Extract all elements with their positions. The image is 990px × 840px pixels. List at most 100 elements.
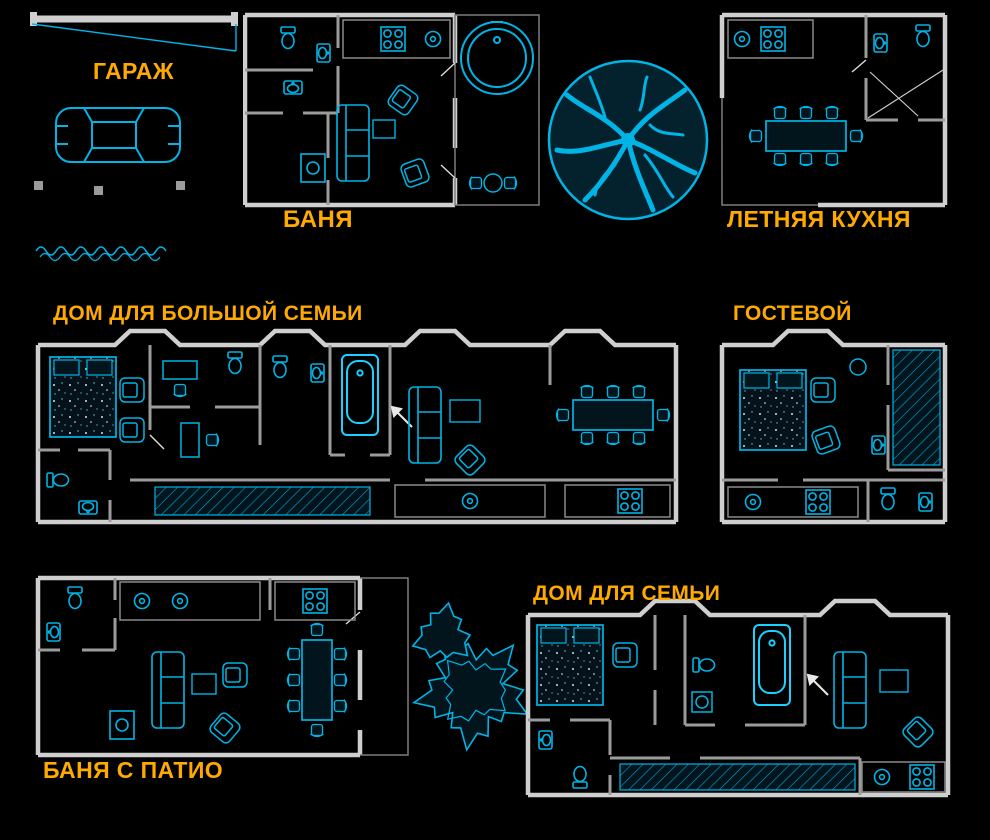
deck-boundary — [454, 14, 540, 206]
door-leaf — [851, 59, 867, 73]
washbasin-icon — [538, 730, 553, 750]
car-icon — [55, 107, 181, 163]
washbasin-icon — [283, 80, 303, 95]
kitchen-counter — [119, 581, 261, 621]
arrow-icon — [807, 674, 829, 696]
guest-house-plan — [719, 328, 948, 525]
washbasin-icon — [871, 435, 886, 455]
family-inner-walls — [528, 615, 862, 795]
summer-kitchen-walls — [719, 12, 948, 208]
washbasin-icon — [316, 43, 331, 63]
bathtub-icon — [753, 624, 791, 706]
armchair-icon — [119, 377, 145, 403]
wardrobe-hatch-icon — [154, 486, 371, 516]
armchair-icon — [222, 662, 248, 688]
banya-plan — [243, 12, 540, 208]
toilet-icon — [880, 487, 896, 511]
big-family-house-plan — [35, 328, 679, 525]
kitchen-sink-icon — [133, 592, 151, 610]
kitchen-counter — [727, 486, 859, 518]
bathtub-icon — [341, 354, 379, 436]
toilet-icon — [67, 586, 83, 610]
armchair-icon — [398, 156, 432, 190]
patio-table-icon — [483, 173, 503, 193]
coffee-table-icon — [879, 669, 909, 693]
wardrobe-hatch-icon — [619, 763, 856, 791]
label-guest-house: ГОСТЕВОЙ — [733, 302, 852, 325]
toilet-icon — [46, 472, 70, 488]
patio-boundary — [721, 98, 818, 206]
shower-screen — [867, 69, 944, 119]
armchair-icon — [119, 417, 145, 443]
washer-icon — [691, 691, 713, 713]
door-leaf — [440, 62, 456, 179]
toilet-icon — [280, 26, 296, 50]
toilet-icon — [272, 355, 288, 379]
coffee-table-icon — [449, 399, 481, 423]
armchair-icon — [207, 710, 243, 746]
round-tub-icon — [460, 21, 534, 95]
dining-table-icon — [288, 624, 347, 737]
sofa-icon — [151, 651, 185, 729]
tree-branches-small — [588, 75, 685, 199]
kitchen-sink-icon — [424, 30, 442, 48]
door-leaf — [149, 434, 165, 450]
label-family-house: ДОМ ДЛЯ СЕМЬИ — [533, 582, 721, 605]
kitchen-counter — [564, 484, 671, 518]
wardrobe-hatch-icon — [892, 349, 941, 466]
stove-icon — [909, 764, 935, 790]
bed-icon — [536, 624, 604, 706]
garage-walls — [30, 12, 238, 195]
sofa-icon — [408, 386, 442, 464]
big-family-walls — [35, 328, 679, 525]
bed-icon — [739, 369, 807, 451]
stove-icon — [617, 488, 643, 514]
sofa-icon — [833, 651, 867, 729]
kitchen-sink-icon — [171, 592, 189, 610]
coffee-table-icon — [191, 673, 217, 695]
chair-icon — [468, 175, 483, 191]
label-banya: БАНЯ — [283, 206, 353, 233]
coffee-table-icon — [372, 119, 396, 139]
toilet-icon — [915, 24, 931, 48]
kitchen-counter — [394, 484, 546, 518]
desk-icon — [180, 422, 200, 458]
washbasin-icon — [78, 500, 98, 515]
garage-plan — [30, 12, 238, 262]
washbasin-icon — [46, 622, 61, 642]
hedge-icon — [35, 246, 167, 262]
stove-icon — [805, 489, 831, 515]
chair-icon — [205, 432, 220, 448]
toilet-icon — [227, 351, 243, 375]
summer-kitchen-inner-walls — [864, 15, 945, 122]
armchair-icon — [612, 642, 638, 668]
banya-patio-inner-walls — [38, 578, 272, 652]
kitchen-sink-icon — [733, 30, 751, 48]
armchair-icon — [810, 377, 836, 403]
patio-boundary — [360, 577, 409, 756]
armchair-icon — [900, 714, 936, 750]
label-big-family-house: ДОМ ДЛЯ БОЛЬШОЙ СЕМЬИ — [53, 302, 363, 325]
armchair-icon — [809, 423, 843, 457]
label-summer-kitchen: ЛЕТНЯЯ КУХНЯ — [727, 206, 911, 232]
chair-icon — [503, 175, 518, 191]
kitchen-counter — [274, 581, 356, 621]
banya-patio-walls — [35, 575, 363, 758]
bed-icon — [49, 356, 117, 438]
sofa-icon — [336, 104, 370, 182]
door-leaf — [345, 611, 361, 625]
dining-table-icon — [750, 107, 863, 166]
ottoman-icon — [849, 358, 867, 376]
desk-icon — [162, 360, 198, 380]
tree-icon — [547, 59, 709, 221]
washbasin-icon — [873, 33, 888, 53]
armchair-icon — [452, 442, 488, 478]
banya-inner-walls — [245, 15, 340, 205]
summer-kitchen-plan — [719, 12, 948, 208]
washbasin-icon — [310, 363, 325, 383]
kitchen-counter — [342, 19, 451, 59]
toilet-icon — [572, 765, 588, 789]
toilet-icon — [692, 657, 716, 673]
big-family-inner-walls — [38, 345, 676, 522]
kitchen-sink-icon — [461, 492, 479, 510]
